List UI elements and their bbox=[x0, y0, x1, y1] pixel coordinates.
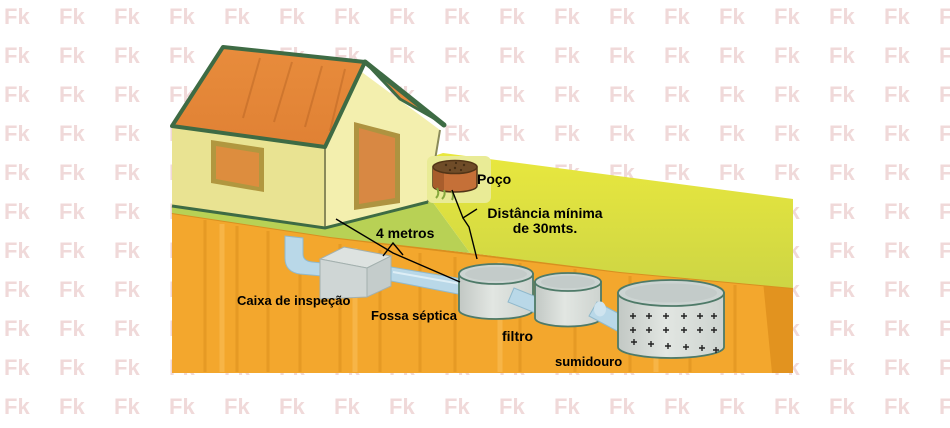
drain-pit-body bbox=[617, 292, 725, 359]
soil-side-face bbox=[763, 281, 793, 373]
min-distance-line1: Distância mínima bbox=[487, 205, 603, 221]
window bbox=[211, 140, 264, 192]
drain-pit bbox=[617, 279, 725, 359]
leader-house-to-septic bbox=[335, 218, 461, 283]
door bbox=[354, 122, 400, 210]
septic-tank bbox=[458, 263, 534, 320]
filter-label: filtro bbox=[502, 328, 534, 344]
inspection-box bbox=[318, 246, 393, 300]
min-distance-line2: de 30mts. bbox=[512, 220, 578, 236]
drain-pit-label: sumidouro bbox=[555, 354, 623, 369]
inspection-box-label: Caixa de inspeção bbox=[237, 293, 351, 308]
drain-pit-top-inner bbox=[625, 283, 717, 303]
inspection-box-side bbox=[366, 255, 392, 298]
soil-light-streaks bbox=[219, 224, 659, 372]
percolation-dots bbox=[630, 313, 719, 353]
annotation-lines bbox=[335, 189, 478, 283]
pipes-and-tanks bbox=[284, 235, 725, 359]
house bbox=[170, 45, 447, 230]
septic-tank-label: Fossa séptica bbox=[371, 308, 457, 323]
window-pane bbox=[216, 146, 259, 187]
house-base-line bbox=[171, 200, 429, 230]
house-distance-label: 4 metros bbox=[376, 225, 435, 241]
pipe-highlight bbox=[392, 271, 462, 285]
roof-streaks bbox=[242, 57, 346, 132]
filter-tank-top-inner bbox=[541, 275, 595, 289]
septic-tank-top-inner bbox=[465, 267, 527, 281]
roof-main bbox=[170, 45, 367, 149]
well bbox=[427, 156, 491, 203]
well-body-shade bbox=[433, 167, 444, 191]
well-top-speckles bbox=[444, 161, 466, 172]
grass-field bbox=[429, 153, 793, 288]
min-distance-label: Distância mínima de 30mts. bbox=[475, 206, 615, 236]
filter-tank bbox=[534, 272, 602, 328]
leader-well-zigzag-bottom bbox=[462, 217, 478, 260]
pipe-cap-2 bbox=[594, 301, 606, 317]
roof-fascia bbox=[362, 59, 447, 128]
leader-caret-4-metros bbox=[382, 241, 404, 257]
well-label: Poço bbox=[477, 171, 512, 187]
door-panel bbox=[359, 128, 395, 204]
